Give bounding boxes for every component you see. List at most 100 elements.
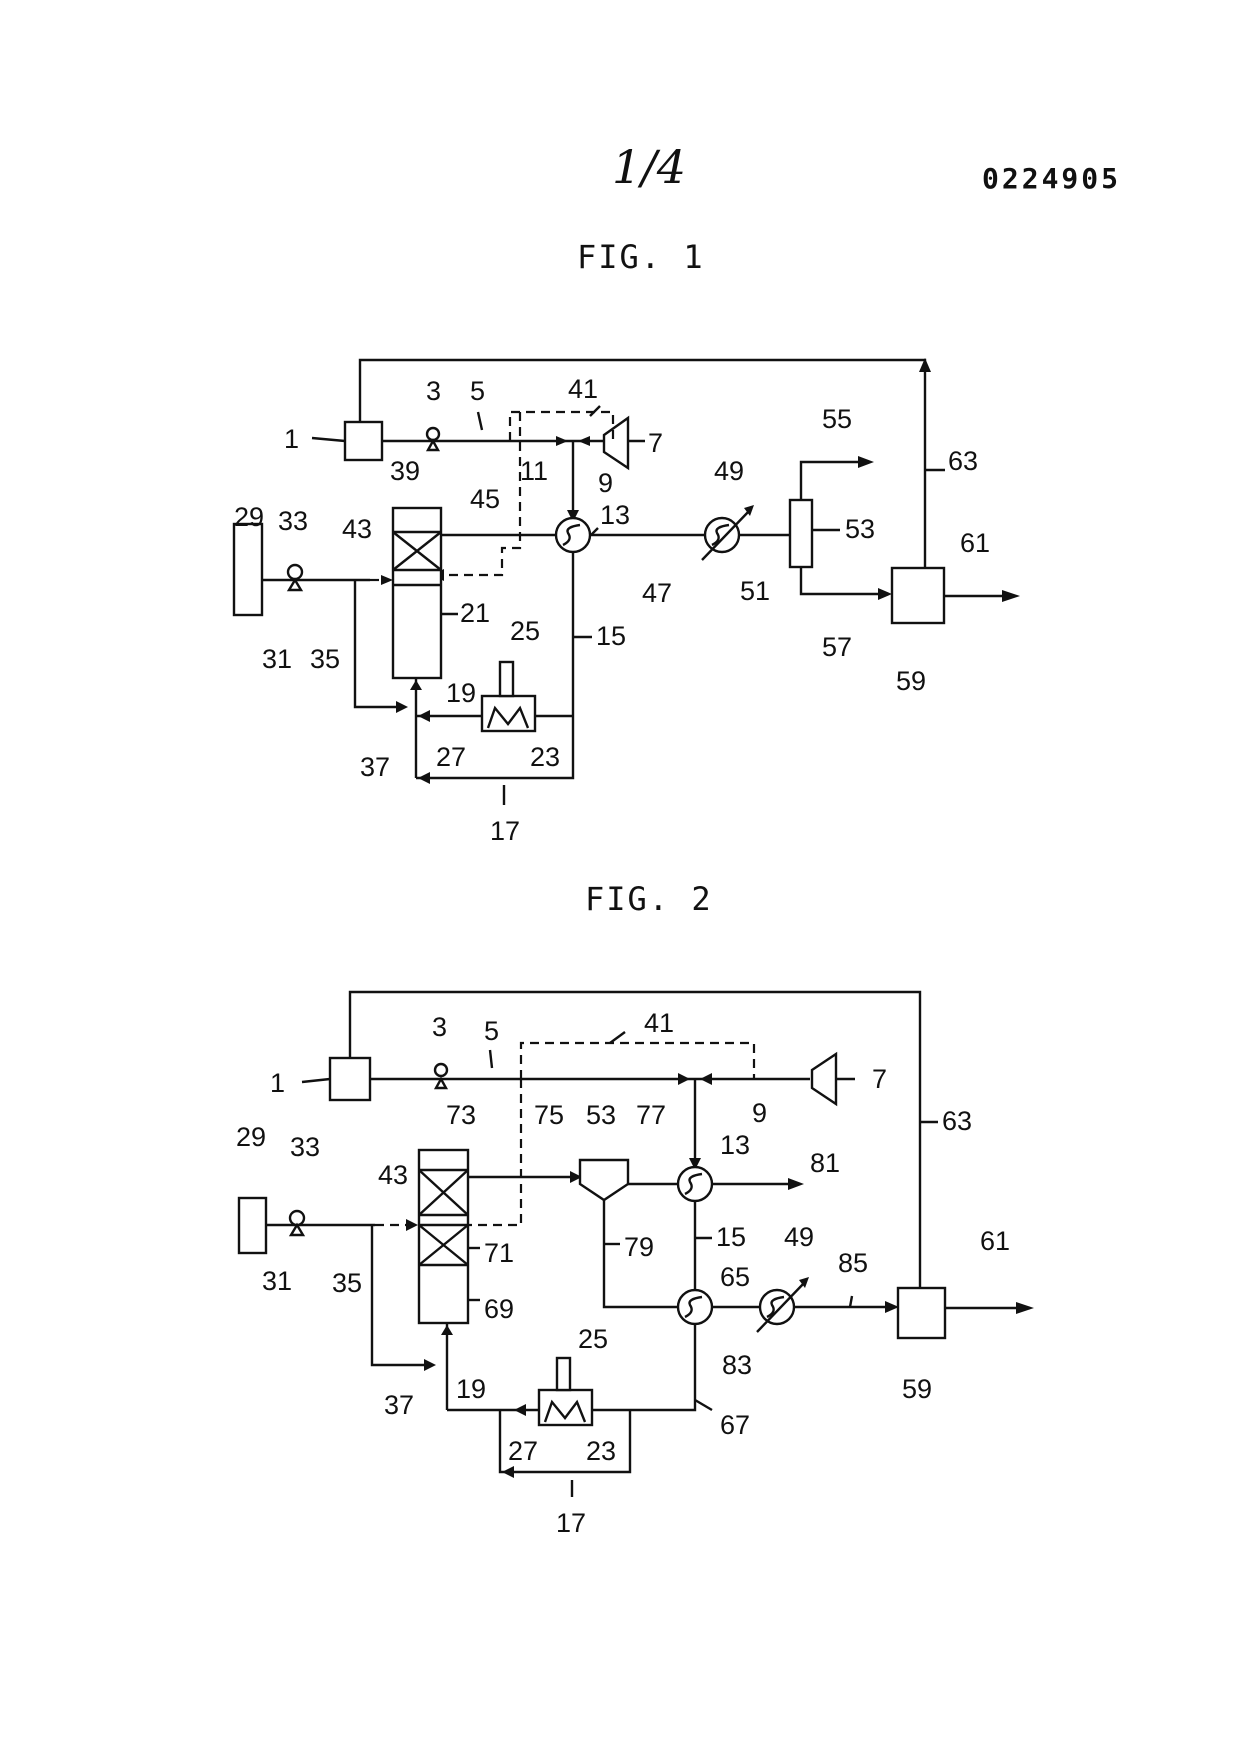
arrowhead <box>578 436 590 446</box>
part-label: 69 <box>484 1294 514 1324</box>
part-label: 13 <box>600 500 630 530</box>
process-line <box>602 1200 678 1309</box>
part-label: 73 <box>446 1100 476 1130</box>
arrowhead <box>788 1178 804 1190</box>
furnace-stack <box>498 660 515 698</box>
part-label: 3 <box>432 1012 447 1042</box>
valve <box>425 426 441 442</box>
arrowhead <box>396 701 408 713</box>
process-line <box>799 460 868 500</box>
feed-tank <box>232 522 264 617</box>
part-label: 5 <box>470 376 485 406</box>
bypass-line <box>519 1041 756 1079</box>
valve <box>286 563 304 581</box>
part-label: 33 <box>278 506 308 536</box>
part-label: 37 <box>384 1390 414 1420</box>
part-label: 17 <box>490 816 520 846</box>
unit-box <box>343 420 384 462</box>
part-label: 41 <box>568 374 598 404</box>
cooler-symbol <box>711 523 730 547</box>
furnace-stack <box>555 1356 572 1392</box>
arrowhead <box>502 1466 514 1478</box>
part-label: 59 <box>896 666 926 696</box>
arrowhead <box>744 505 754 516</box>
part-label: 65 <box>720 1262 750 1292</box>
part-label: 43 <box>378 1160 408 1190</box>
valve <box>288 1222 306 1237</box>
bypass-line <box>440 412 522 577</box>
part-label: 25 <box>510 616 540 646</box>
part-label: 83 <box>722 1350 752 1380</box>
part-label: 29 <box>234 502 264 532</box>
process-line <box>353 580 405 709</box>
process-line <box>630 1324 697 1412</box>
figure-1-labels: 1 3 5 41 7 9 11 13 39 45 49 55 53 63 61 … <box>234 374 990 846</box>
packing-cross <box>418 1169 469 1216</box>
cooler-arrow <box>701 509 751 561</box>
leader-line <box>609 1031 626 1044</box>
part-label: 49 <box>784 1222 814 1252</box>
figure-2-diagram: 41 3 5 7 9 1 63 29 33 73 75 53 77 13 81 … <box>236 990 1034 1538</box>
part-label: 67 <box>720 1410 750 1440</box>
leader-line <box>694 1398 713 1412</box>
arrowhead <box>1016 1302 1034 1314</box>
compressor <box>602 415 630 471</box>
part-label: 7 <box>872 1064 887 1094</box>
packing-cross <box>418 1224 469 1266</box>
arrowhead <box>418 710 430 722</box>
heat-exchanger <box>554 516 592 554</box>
process-line <box>416 552 575 780</box>
part-label: 11 <box>520 456 548 486</box>
part-label: 31 <box>262 1266 292 1296</box>
process-line <box>498 1410 632 1474</box>
sheet-number: 1/4 <box>612 140 687 194</box>
unit-box <box>328 1056 372 1102</box>
part-label: 35 <box>310 644 340 674</box>
cooler <box>703 516 741 554</box>
arrowhead <box>885 1301 899 1313</box>
part-label: 27 <box>436 742 466 772</box>
part-label: 9 <box>752 1098 767 1128</box>
part-label: 15 <box>596 621 626 651</box>
part-label: 59 <box>902 1374 932 1404</box>
arrowhead <box>878 588 892 600</box>
figure-2-title: FIG. 2 <box>585 880 713 918</box>
part-label: 13 <box>720 1130 750 1160</box>
leader-line <box>476 411 484 431</box>
recycle-line <box>358 358 927 568</box>
valve <box>433 1062 449 1078</box>
part-label: 17 <box>556 1508 586 1538</box>
part-label: 5 <box>484 1016 499 1046</box>
arrowhead <box>570 1171 582 1183</box>
arrowhead <box>700 1073 712 1085</box>
arrowhead <box>689 1158 701 1170</box>
reactor-column <box>391 506 443 680</box>
part-label: 57 <box>822 632 852 662</box>
leader-line <box>488 1049 494 1069</box>
furnace-symbol <box>486 705 530 729</box>
part-label: 55 <box>822 404 852 434</box>
part-label: 53 <box>586 1100 616 1130</box>
part-label: 3 <box>426 376 441 406</box>
part-label: 1 <box>270 1068 285 1098</box>
part-label: 63 <box>942 1106 972 1136</box>
part-label: 35 <box>332 1268 362 1298</box>
arrowhead <box>919 358 931 372</box>
part-label: 75 <box>534 1100 564 1130</box>
bypass-line <box>508 410 615 441</box>
separation-unit <box>890 566 946 625</box>
exchanger-symbol <box>562 523 581 547</box>
part-label: 29 <box>236 1122 266 1152</box>
arrowhead <box>418 772 430 784</box>
arrowhead <box>381 575 393 585</box>
part-label: 43 <box>342 514 372 544</box>
furnace <box>480 694 537 733</box>
process-line <box>370 1225 433 1367</box>
separator <box>788 498 814 569</box>
cooler <box>758 1288 796 1326</box>
valve <box>286 577 304 592</box>
part-label: 31 <box>262 644 292 674</box>
heat-exchanger <box>676 1288 714 1326</box>
part-label: 53 <box>845 514 875 544</box>
